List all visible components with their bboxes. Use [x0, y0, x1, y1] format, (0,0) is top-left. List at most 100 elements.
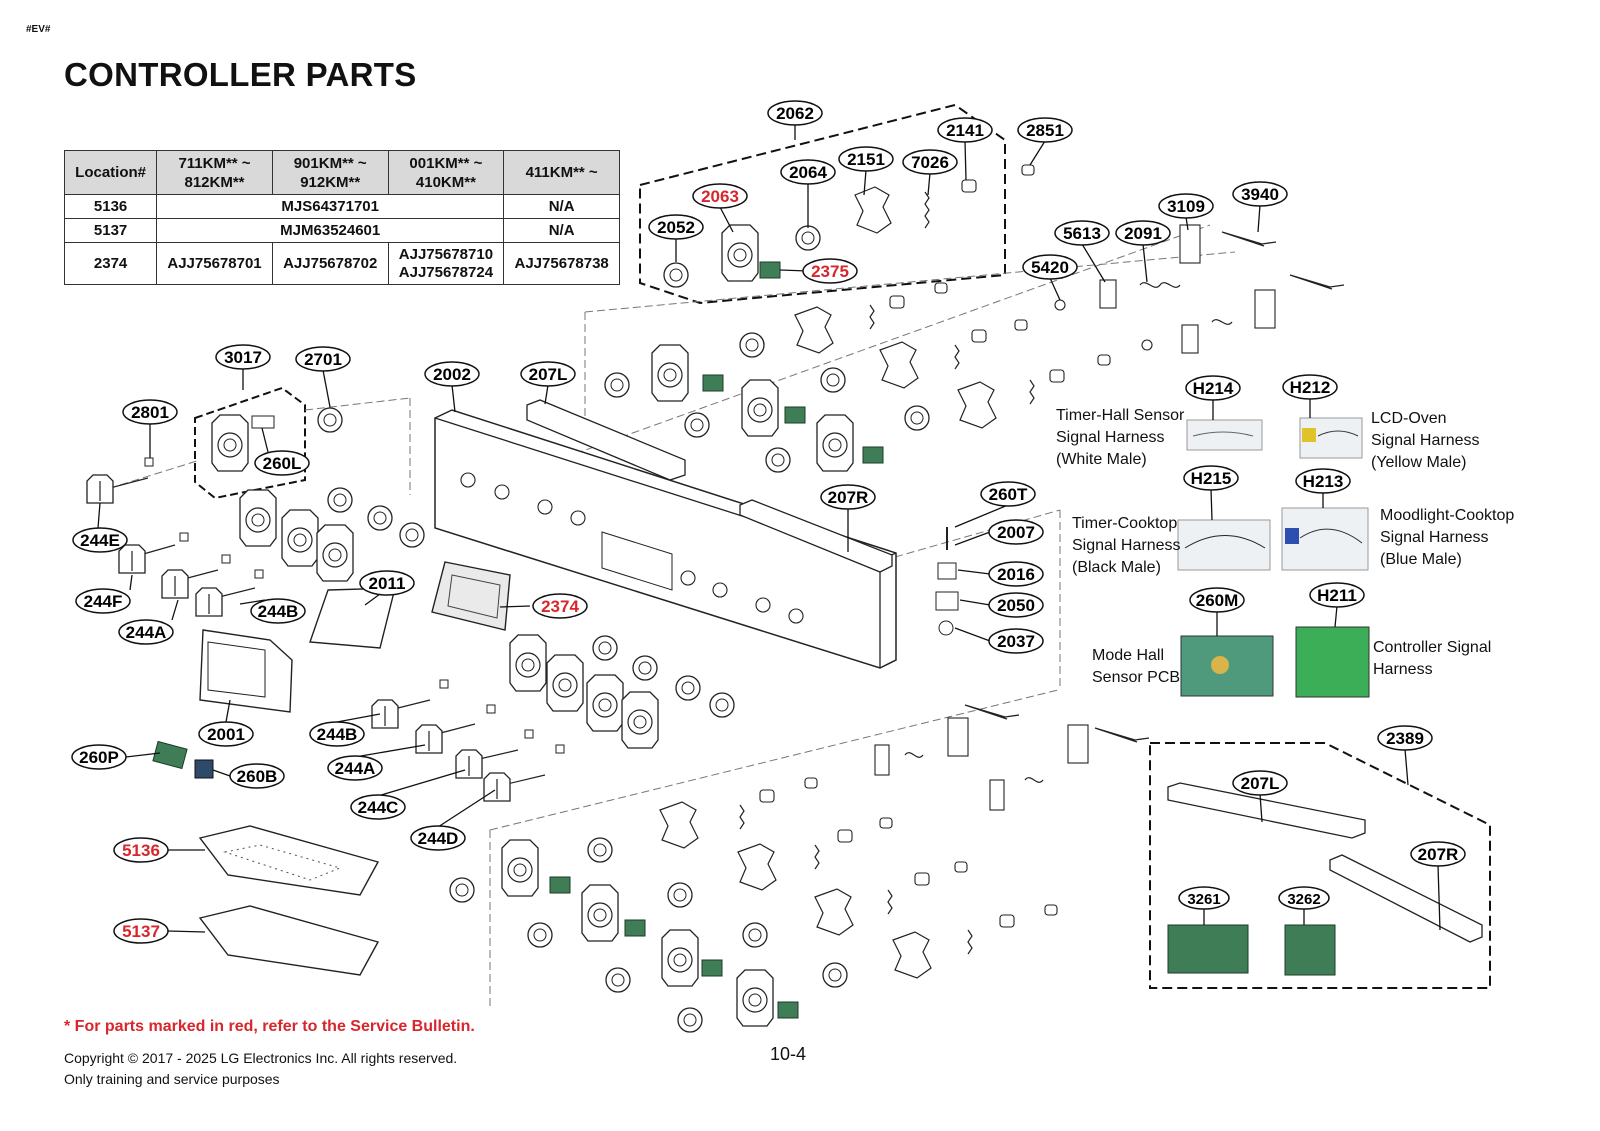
callout-244E: 244E: [72, 527, 128, 553]
table-cell: AJJ75678710 AJJ75678724: [387, 242, 505, 285]
callout-H214: H214: [1185, 375, 1241, 401]
table-header-cell: 411KM** ~: [503, 150, 620, 195]
callout-2007: 2007: [988, 519, 1044, 545]
svg-text:260M: 260M: [1196, 591, 1239, 610]
table-cell: MJM63524601: [156, 218, 505, 243]
callout-5137: 5137: [113, 918, 169, 944]
callout-2801: 2801: [122, 399, 178, 425]
svg-text:244B: 244B: [317, 725, 358, 744]
callout-2001: 2001: [198, 721, 254, 747]
callout-2375: 2375: [802, 258, 858, 284]
callout-3109: 3109: [1158, 193, 1214, 219]
svg-text:5613: 5613: [1063, 224, 1101, 243]
table-cell: N/A: [503, 194, 620, 219]
copyright-text: Copyright © 2017 - 2025 LG Electronics I…: [64, 1050, 458, 1087]
table-cell: AJJ75678701: [156, 242, 273, 285]
svg-text:2141: 2141: [946, 121, 984, 140]
callout-2851: 2851: [1017, 117, 1073, 143]
svg-text:2389: 2389: [1386, 729, 1424, 748]
svg-text:2091: 2091: [1124, 224, 1162, 243]
callout-2151: 2151: [838, 146, 894, 172]
desc-h212: LCD-Oven Signal Harness (Yellow Male): [1371, 410, 1480, 471]
callout-260L: 260L: [254, 450, 310, 476]
svg-text:244E: 244E: [80, 531, 120, 550]
callout-2011: 2011: [359, 570, 415, 596]
table-cell-location: 5137: [63, 218, 158, 243]
callout-2052: 2052: [648, 214, 704, 240]
callout-207R-kit: 207R: [1410, 841, 1466, 867]
svg-text:207R: 207R: [828, 488, 869, 507]
svg-text:3940: 3940: [1241, 185, 1279, 204]
desc-h214: Timer-Hall Sensor Signal Harness (White …: [1056, 407, 1185, 468]
parts-table: Location# 711KM** ~ 812KM** 901KM** ~ 91…: [63, 150, 620, 285]
svg-text:5137: 5137: [122, 922, 160, 941]
svg-text:244B: 244B: [258, 602, 299, 621]
callout-2389: 2389: [1377, 725, 1433, 751]
callout-244C: 244C: [350, 794, 406, 820]
table-cell: AJJ75678738: [503, 242, 620, 285]
svg-text:3261: 3261: [1187, 891, 1220, 908]
desc-h213: Moodlight-Cooktop Signal Harness (Blue M…: [1380, 507, 1515, 568]
svg-text:2016: 2016: [997, 565, 1035, 584]
callout-244B: 244B: [250, 598, 306, 624]
svg-text:2050: 2050: [997, 596, 1035, 615]
svg-text:2052: 2052: [657, 218, 695, 237]
svg-text:2801: 2801: [131, 403, 169, 422]
callout-7026: 7026: [902, 149, 958, 175]
callout-2037: 2037: [988, 628, 1044, 654]
table-cell-location: 5136: [63, 194, 158, 219]
svg-text:2062: 2062: [776, 104, 814, 123]
callout-H211: H211: [1309, 582, 1365, 608]
svg-text:5420: 5420: [1031, 258, 1069, 277]
svg-text:2011: 2011: [369, 574, 406, 593]
svg-text:H211: H211: [1317, 586, 1357, 605]
callout-2062: 2062: [767, 100, 823, 126]
table-row: 5136 MJS64371701 N/A: [63, 194, 620, 219]
callout-3940: 3940: [1232, 181, 1288, 207]
svg-text:260L: 260L: [263, 454, 302, 473]
callout-244B-lower: 244B: [309, 721, 365, 747]
callout-244F: 244F: [75, 588, 131, 614]
callout-2002: 2002: [424, 361, 480, 387]
svg-text:5136: 5136: [122, 841, 160, 860]
desc-h211: Controller Signal Harness: [1373, 639, 1492, 678]
callout-260T: 260T: [980, 481, 1036, 507]
callout-2050: 2050: [988, 592, 1044, 618]
callout-5420: 5420: [1022, 254, 1078, 280]
svg-text:260B: 260B: [237, 767, 278, 786]
svg-text:2002: 2002: [433, 365, 471, 384]
table-row: 2374 AJJ75678701 AJJ75678702 AJJ75678710…: [63, 242, 620, 285]
callout-2063: 2063: [692, 183, 748, 209]
svg-text:H213: H213: [1303, 472, 1344, 491]
callout-244A: 244A: [118, 619, 174, 645]
svg-text:2851: 2851: [1026, 121, 1064, 140]
callout-2064: 2064: [780, 159, 836, 185]
svg-text:244A: 244A: [335, 759, 376, 778]
table-cell: AJJ75678702: [271, 242, 389, 285]
callout-H212: H212: [1282, 374, 1338, 400]
svg-text:3262: 3262: [1287, 891, 1320, 908]
svg-text:7026: 7026: [911, 153, 949, 172]
harness-photos: [1167, 417, 1370, 976]
callout-2374: 2374: [532, 593, 588, 619]
callout-labels: 2062 2141 2851 2151 7026 2064 2063 2052 …: [71, 100, 1466, 944]
callout-H213: H213: [1295, 468, 1351, 494]
svg-text:2007: 2007: [997, 523, 1035, 542]
svg-text:207R: 207R: [1418, 845, 1459, 864]
svg-text:2063: 2063: [701, 187, 739, 206]
callout-5136: 5136: [113, 837, 169, 863]
svg-text:244A: 244A: [126, 623, 167, 642]
svg-text:2064: 2064: [789, 163, 827, 182]
table-header-cell: 711KM** ~ 812KM**: [156, 150, 273, 195]
svg-text:207L: 207L: [529, 365, 568, 384]
page-number: 10-4: [770, 1044, 807, 1064]
svg-text:207L: 207L: [1241, 774, 1280, 793]
knobs: [86, 474, 546, 802]
svg-text:2151: 2151: [847, 150, 885, 169]
callout-207L: 207L: [520, 361, 576, 387]
callout-260B: 260B: [229, 763, 285, 789]
svg-text:2375: 2375: [811, 262, 849, 281]
svg-text:260T: 260T: [989, 485, 1028, 504]
callout-3017: 3017: [215, 344, 271, 370]
